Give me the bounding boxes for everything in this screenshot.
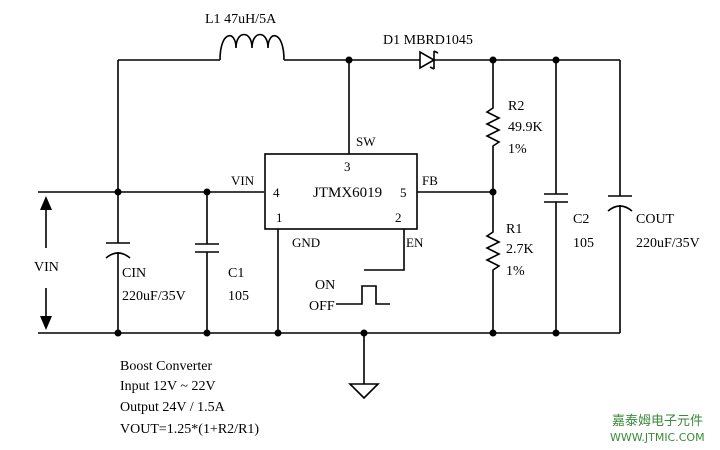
ic-gnd-label: GND xyxy=(292,235,320,250)
note-line-2: Input 12V ~ 22V xyxy=(120,379,216,394)
vin-input-label: VIN xyxy=(34,260,59,275)
note-line-4: VOUT=1.25*(1+R2/R1) xyxy=(120,422,259,437)
note-line-1: Boost Converter xyxy=(120,359,212,374)
c2-capacitor xyxy=(544,60,568,333)
ic-vin-label: VIN xyxy=(231,173,255,188)
watermark-url: WWW.JTMIC.COM xyxy=(610,431,705,444)
c1-capacitor xyxy=(195,192,219,333)
ground-symbol xyxy=(348,333,380,400)
on-label: ON xyxy=(315,278,335,293)
cin-value: 220uF/35V xyxy=(122,289,186,304)
c1-value: 105 xyxy=(228,289,249,304)
vin-arrowhead-down xyxy=(40,316,52,330)
inductor-label: L1 47uH/5A xyxy=(205,12,277,27)
r2-ref: R2 xyxy=(508,99,524,114)
ic-pin-4: 4 xyxy=(273,185,280,200)
enable-pulse xyxy=(336,285,390,305)
ic-pin-3: 3 xyxy=(344,159,351,174)
en-wire xyxy=(364,229,405,271)
r1-tolerance: 1% xyxy=(506,264,525,279)
inductor-l1 xyxy=(219,33,285,61)
vin-arrowhead-up xyxy=(40,196,52,210)
r1-resistor xyxy=(485,192,501,333)
off-label: OFF xyxy=(309,299,335,314)
cout-value: 220uF/35V xyxy=(636,236,700,251)
cin-ref: CIN xyxy=(122,266,146,281)
cout-capacitor xyxy=(607,60,633,333)
c2-ref: C2 xyxy=(573,212,589,227)
r2-value: 49.9K xyxy=(508,120,543,135)
ic-name: JTMX6019 xyxy=(313,185,382,201)
cout-ref: COUT xyxy=(636,212,675,227)
junction-dots xyxy=(114,56,560,337)
ic-sw-label: SW xyxy=(356,134,376,149)
r2-resistor xyxy=(485,60,501,192)
ic-pin-2: 2 xyxy=(395,210,402,225)
diode-label: D1 MBRD1045 xyxy=(383,33,473,48)
cin-capacitor xyxy=(105,242,131,333)
c2-value: 105 xyxy=(573,236,594,251)
watermark-company: 嘉泰姆电子元件 xyxy=(612,414,703,429)
ic-pin-5: 5 xyxy=(400,185,407,200)
r1-ref: R1 xyxy=(506,222,522,237)
ic-pin-1: 1 xyxy=(276,210,283,225)
ic-en-label: EN xyxy=(406,235,424,250)
c1-ref: C1 xyxy=(228,266,244,281)
r1-value: 2.7K xyxy=(506,242,534,257)
note-line-3: Output 24V / 1.5A xyxy=(120,400,226,415)
ic-fb-label: FB xyxy=(422,173,438,188)
r2-tolerance: 1% xyxy=(508,142,527,157)
